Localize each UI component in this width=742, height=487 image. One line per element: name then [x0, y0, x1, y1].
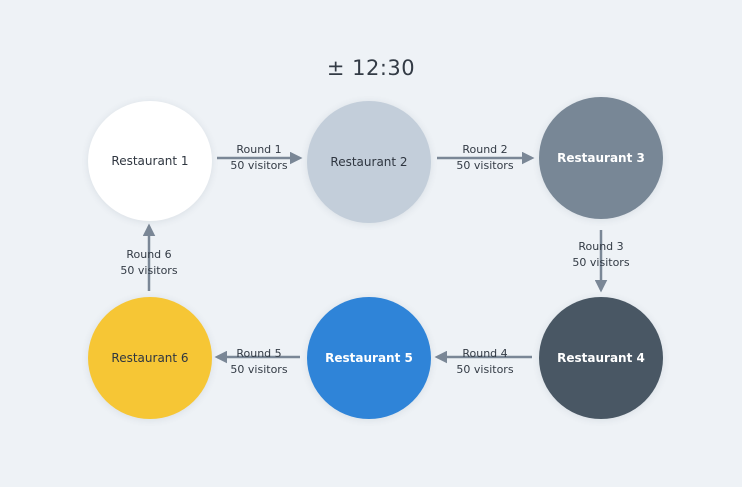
round-visitors: 50 visitors: [572, 256, 630, 269]
edge-label-round-6: Round 6 50 visitors: [111, 247, 187, 279]
restaurant-3-node: Restaurant 3: [539, 97, 663, 219]
restaurant-5-label: Restaurant 5: [325, 351, 413, 365]
edge-label-round-2: Round 2 50 visitors: [447, 142, 523, 174]
round-name: Round 5: [236, 347, 282, 360]
round-visitors: 50 visitors: [230, 363, 288, 376]
round-visitors: 50 visitors: [230, 159, 288, 172]
edge-label-round-4: Round 4 50 visitors: [447, 346, 523, 378]
round-visitors: 50 visitors: [120, 264, 178, 277]
restaurant-4-node: Restaurant 4: [539, 297, 663, 419]
restaurant-1-label: Restaurant 1: [111, 154, 189, 168]
round-name: Round 6: [126, 248, 172, 261]
round-name: Round 4: [462, 347, 508, 360]
restaurant-4-label: Restaurant 4: [557, 351, 645, 365]
restaurant-3-label: Restaurant 3: [557, 151, 645, 165]
round-name: Round 3: [578, 240, 624, 253]
restaurant-2-node: Restaurant 2: [307, 101, 431, 223]
round-name: Round 1: [236, 143, 282, 156]
restaurant-5-node: Restaurant 5: [307, 297, 431, 419]
restaurant-6-node: Restaurant 6: [88, 297, 212, 419]
restaurant-1-node: Restaurant 1: [88, 101, 212, 221]
diagram-title: ± 12:30: [326, 56, 416, 80]
restaurant-2-label: Restaurant 2: [330, 155, 408, 169]
edge-label-round-3: Round 3 50 visitors: [563, 239, 639, 271]
edge-label-round-1: Round 1 50 visitors: [221, 142, 297, 174]
edge-label-round-5: Round 5 50 visitors: [221, 346, 297, 378]
round-visitors: 50 visitors: [456, 363, 514, 376]
round-name: Round 2: [462, 143, 508, 156]
round-visitors: 50 visitors: [456, 159, 514, 172]
restaurant-6-label: Restaurant 6: [111, 351, 189, 365]
